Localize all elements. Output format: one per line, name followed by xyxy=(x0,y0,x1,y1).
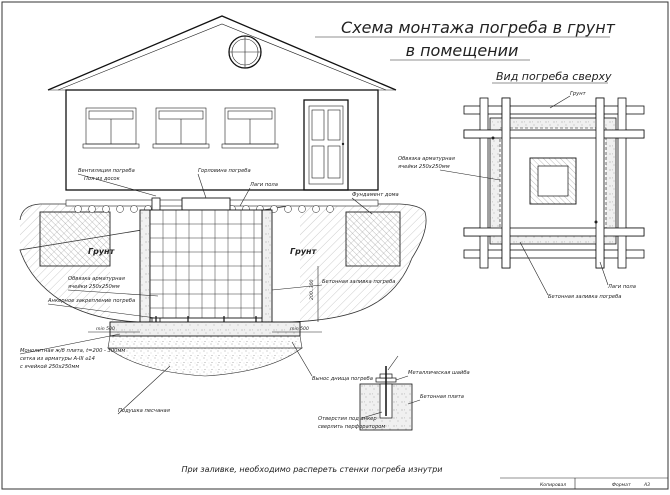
top-label-soil: Грунт xyxy=(570,91,587,97)
cellar-neck xyxy=(181,197,231,211)
label-anchoring: Анкерное закрепление погреба xyxy=(47,298,135,304)
detail-label-washer: Металлическая шайба xyxy=(408,370,470,376)
label-rebar-cell: ячейки 250х250мм xyxy=(68,284,120,290)
label-soil-left: Грунт xyxy=(88,247,116,256)
house-wall xyxy=(65,89,379,191)
house-roof xyxy=(47,15,397,91)
label-rebar: Обвязка арматурная xyxy=(68,276,125,282)
label-floor-boards: Пол из досок xyxy=(84,176,121,182)
top-view-title: Вид погреба сверху xyxy=(496,70,612,83)
detail-label-hole-2: сверлить перфоратором xyxy=(318,424,385,430)
stamp-size: А3 xyxy=(643,482,650,488)
label-foundation: Фундамент дома xyxy=(352,192,399,198)
house-door xyxy=(303,99,349,191)
dim-vertical-label: 200..300 xyxy=(309,279,315,300)
house xyxy=(47,15,397,191)
stamp-copied: Копировал xyxy=(540,482,566,488)
sand-cushion xyxy=(107,347,303,377)
top-label-concrete: Бетонная заливка погреба xyxy=(548,294,621,300)
label-neck: Горловина погреба xyxy=(198,168,251,174)
dimension-lines xyxy=(88,266,322,333)
dim-left-label: min 500 xyxy=(96,326,115,332)
title-stamp: Копировал Формат А3 xyxy=(500,477,668,489)
cellar-wall-left xyxy=(139,209,151,323)
label-slab-1: Монолитная ж/б плита, t=200 - 300мм xyxy=(20,348,125,354)
top-label-rebar-1: Обвязка арматурная xyxy=(398,156,455,162)
floor-joists xyxy=(74,205,334,213)
cellar-reinforcement-grid xyxy=(149,209,263,319)
foundation-left xyxy=(39,211,111,267)
label-sand: Подушка песчаная xyxy=(118,408,170,414)
stamp-format: Формат xyxy=(612,482,631,488)
label-ventilation: Вентиляция погреба xyxy=(78,168,135,174)
monolithic-slab xyxy=(109,321,301,337)
detail-label-hole-1: Отверстия под анкер xyxy=(318,416,377,422)
label-joists: Лаги пола xyxy=(249,182,278,188)
top-label-rebar-2: ячейки 250х250мм xyxy=(398,164,450,170)
dim-right-label: min 500 xyxy=(290,326,309,332)
foundation-right xyxy=(345,211,401,267)
top-view-hatch xyxy=(537,165,569,197)
sand-cushion-top xyxy=(107,335,303,349)
window-1 xyxy=(82,107,140,149)
label-soil-right: Грунт xyxy=(290,247,318,256)
footer-note: При заливке, необходимо распереть стенки… xyxy=(182,465,443,474)
round-attic-window xyxy=(228,35,262,69)
label-concrete: Бетонная заливка погреба xyxy=(322,279,395,285)
cellar-wall-right xyxy=(261,209,273,323)
ground-section: min 500 min 500 200..300 Вентиляция погр… xyxy=(19,168,427,415)
label-slab-3: с ячейкой 250х250мм xyxy=(20,364,79,370)
label-bottom-offset: Вынос днища погреба xyxy=(312,376,373,382)
window-2 xyxy=(152,107,210,149)
anchor-detail: Металлическая шайба Бетонная плита Отвер… xyxy=(318,355,470,431)
detail-label-slab: Бетонная плита xyxy=(420,394,464,400)
title-line-1: Схема монтажа погреба в грунт xyxy=(341,18,616,37)
window-3 xyxy=(221,107,279,149)
label-slab-2: сетка из арматуры А-III ⌀14 xyxy=(20,356,95,362)
top-view: Вид погреба сверху Грунт О xyxy=(398,70,645,300)
top-label-joists: Лаги пола xyxy=(607,284,636,290)
house-roof-inner xyxy=(57,23,387,91)
title-line-2: в помещении xyxy=(406,41,519,60)
